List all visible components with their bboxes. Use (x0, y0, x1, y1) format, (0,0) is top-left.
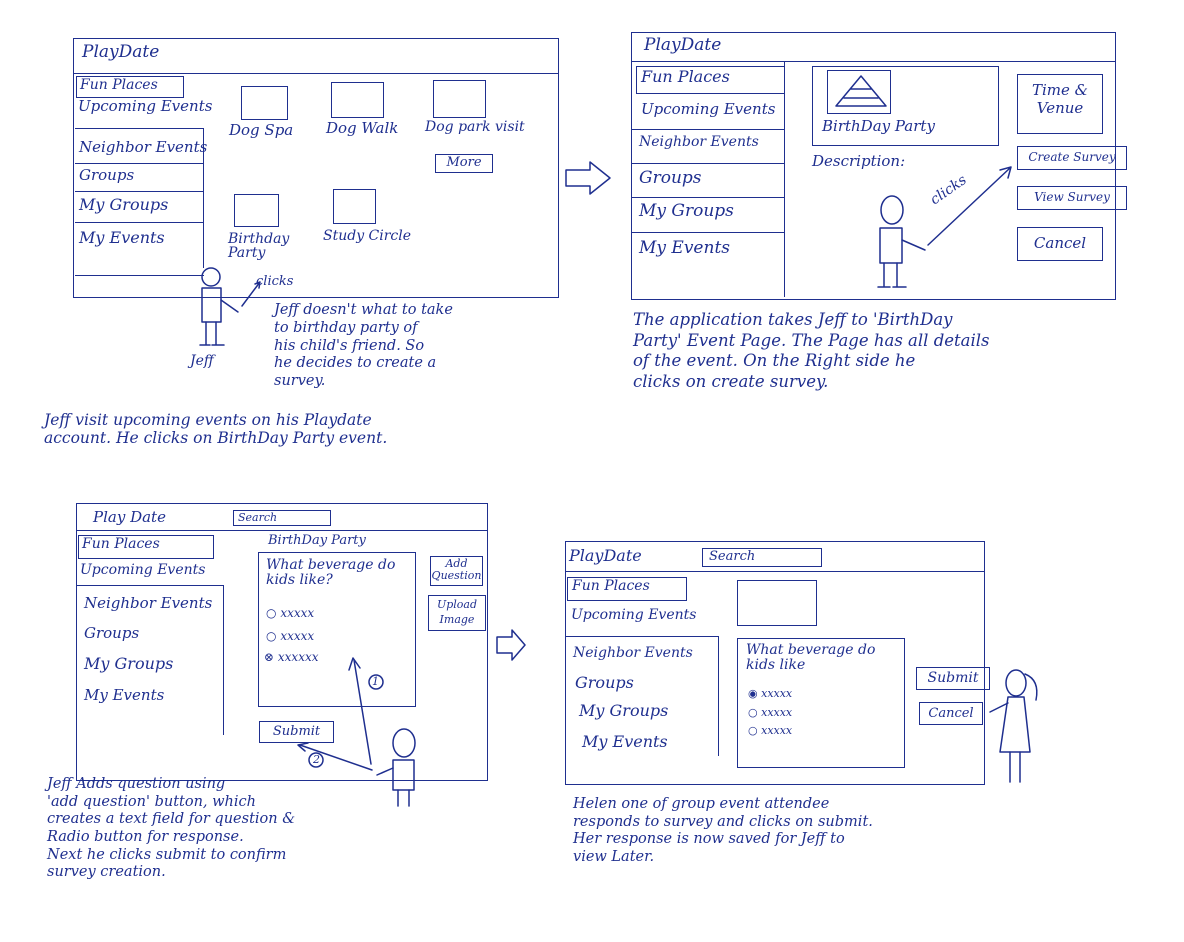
panel1-tile-study-circle-image[interactable] (333, 189, 376, 224)
panel4-caption: Helen one of group event attendee respon… (573, 796, 873, 866)
panel3-sidebar-item-fun-places[interactable]: Fun Places (78, 535, 214, 559)
panel3-survey-card (258, 552, 416, 707)
panel3-option-2[interactable]: ○ xxxxx (266, 629, 315, 643)
panel2-event-card (812, 66, 999, 146)
panel1-tile-dog-park-label: Dog park visit (425, 119, 525, 135)
helen-figure (989, 669, 1038, 783)
panel2-sidebar-item-groups[interactable]: Groups (631, 168, 785, 198)
panel2-app-title: PlayDate (644, 35, 722, 55)
panel1-tile-dog-walk-label: Dog Walk (326, 119, 399, 137)
panel4-sidebar-lower (565, 636, 719, 756)
radio-icon[interactable]: ⊗ (264, 650, 275, 664)
panel1-footer-line (75, 275, 204, 276)
flow-arrow-1 (565, 161, 611, 195)
panel3-sidebar-item-neighbor-events[interactable]: Neighbor Events (84, 594, 213, 612)
panel2-sidebar-item-fun-places[interactable]: Fun Places (636, 66, 785, 94)
panel4-event-image (737, 580, 817, 626)
panel4-sidebar-item-my-groups[interactable]: My Groups (579, 701, 669, 720)
panel1-caption: Jeff visit upcoming events on his Playda… (44, 411, 388, 447)
radio-selected-icon[interactable]: ◉ (748, 687, 758, 700)
panel1-tile-dog-spa-image[interactable] (241, 86, 288, 120)
panel2-sidebar-item-neighbor-events[interactable]: Neighbor Events (631, 134, 785, 164)
panel4-search-input[interactable]: Search (702, 548, 822, 567)
panel4-option-1[interactable]: ◉ xxxxx (748, 687, 793, 700)
panel1-sidebar-item-fun-places[interactable]: Fun Places (76, 76, 184, 98)
panel4-titlebar (565, 541, 985, 572)
radio-icon[interactable]: ○ (748, 724, 758, 737)
panel1-thought: Jeff doesn't what to take to birthday pa… (274, 302, 453, 390)
panel3-sidebar-item-groups[interactable]: Groups (84, 624, 140, 642)
panel1-sidebar-item-neighbor-events[interactable]: Neighbor Events (75, 138, 207, 164)
panel2-sidebar-item-upcoming-events[interactable]: Upcoming Events (631, 100, 785, 130)
panel1-sidebar-item-upcoming-events[interactable]: Upcoming Events (78, 97, 213, 115)
panel3-question[interactable]: What beverage do kids like? (266, 557, 396, 588)
panel4-submit-button[interactable]: Submit (916, 667, 990, 690)
panel3-step-1: 1 (372, 675, 379, 688)
panel2-event-title: BirthDay Party (822, 117, 935, 135)
panel1-tile-dog-spa-label: Dog Spa (229, 121, 294, 139)
panel2-caption: The application takes Jeff to 'BirthDay … (633, 310, 990, 391)
panel3-sidebar-item-my-groups[interactable]: My Groups (84, 654, 174, 673)
panel2-view-survey-button[interactable]: View Survey (1017, 186, 1127, 210)
panel4-frame (565, 541, 985, 785)
panel3-titlebar (76, 503, 488, 531)
panel3-step-2: 2 (313, 753, 320, 766)
panel4-sidebar-item-upcoming-events[interactable]: Upcoming Events (571, 607, 697, 623)
panel2-sidebar-item-my-groups[interactable]: My Groups (631, 201, 785, 233)
panel1-tile-birthday-image[interactable] (234, 194, 279, 227)
flow-arrow-2 (496, 629, 526, 661)
panel2-sidebar (631, 62, 785, 297)
panel3-submit-button[interactable]: Submit (259, 721, 334, 743)
panel4-cancel-button[interactable]: Cancel (919, 702, 983, 725)
radio-icon[interactable]: ○ (748, 706, 758, 719)
panel2-event-image (827, 70, 891, 114)
panel4-sidebar-item-my-events[interactable]: My Events (582, 732, 668, 751)
panel4-sidebar-item-fun-places[interactable]: Fun Places (567, 577, 687, 601)
panel1-more-button[interactable]: More (435, 154, 493, 173)
panel3-sidebar-item-upcoming-events[interactable]: Upcoming Events (80, 562, 206, 578)
radio-icon[interactable]: ○ (266, 606, 277, 620)
panel1-frame (73, 38, 559, 298)
panel1-tile-birthday-label: Birthday Party (228, 231, 290, 261)
panel3-add-question-button[interactable]: Add Question (430, 556, 483, 586)
panel2-cancel-button[interactable]: Cancel (1017, 227, 1103, 261)
panel1-tile-dog-walk-image[interactable] (331, 82, 384, 118)
panel4-sidebar-item-neighbor-events[interactable]: Neighbor Events (573, 645, 693, 661)
radio-icon[interactable]: ○ (266, 629, 277, 643)
panel1-clicks-note: clicks (256, 274, 294, 289)
panel3-option-3[interactable]: ⊗ xxxxxx (264, 650, 319, 664)
panel2-create-survey-button[interactable]: Create Survey (1017, 146, 1127, 170)
panel3-upload-image-button[interactable]: Upload Image (428, 595, 486, 631)
panel4-survey-card (737, 638, 905, 768)
panel2-frame (631, 32, 1116, 300)
panel1-person-name: Jeff (190, 353, 214, 369)
panel2-time-venue-button[interactable]: Time & Venue (1017, 74, 1103, 134)
panel4-app-title: PlayDate (569, 546, 642, 565)
panel3-frame (76, 503, 488, 781)
panel3-sidebar-lower (76, 585, 224, 735)
panel3-caption: Jeff Adds question using 'add question' … (47, 776, 296, 881)
panel4-option-2[interactable]: ○ xxxxx (748, 706, 793, 719)
panel1-sidebar-item-my-groups[interactable]: My Groups (75, 195, 204, 223)
panel4-sidebar-item-groups[interactable]: Groups (575, 673, 634, 692)
panel2-description-label: Description: (812, 152, 906, 170)
panel1-tile-dog-park-image[interactable] (433, 80, 486, 118)
panel1-titlebar (73, 38, 559, 74)
panel1-sidebar-lower (75, 128, 204, 268)
panel4-option-3[interactable]: ○ xxxxx (748, 724, 793, 737)
panel3-sidebar-item-my-events[interactable]: My Events (84, 686, 165, 704)
panel1-tile-study-circle-label: Study Circle (323, 228, 412, 244)
panel3-search-input[interactable]: Search (233, 510, 331, 526)
panel3-form-title: BirthDay Party (268, 533, 366, 548)
panel1-sidebar-item-groups[interactable]: Groups (75, 166, 204, 192)
panel2-titlebar (631, 32, 1116, 62)
panel4-question: What beverage do kids like (746, 642, 876, 673)
panel2-sidebar-item-my-events[interactable]: My Events (639, 238, 730, 258)
panel1-app-title: PlayDate (82, 42, 160, 62)
panel3-option-1[interactable]: ○ xxxxx (266, 606, 315, 620)
panel3-app-title: Play Date (93, 508, 166, 526)
panel1-sidebar-item-my-events[interactable]: My Events (79, 228, 165, 247)
